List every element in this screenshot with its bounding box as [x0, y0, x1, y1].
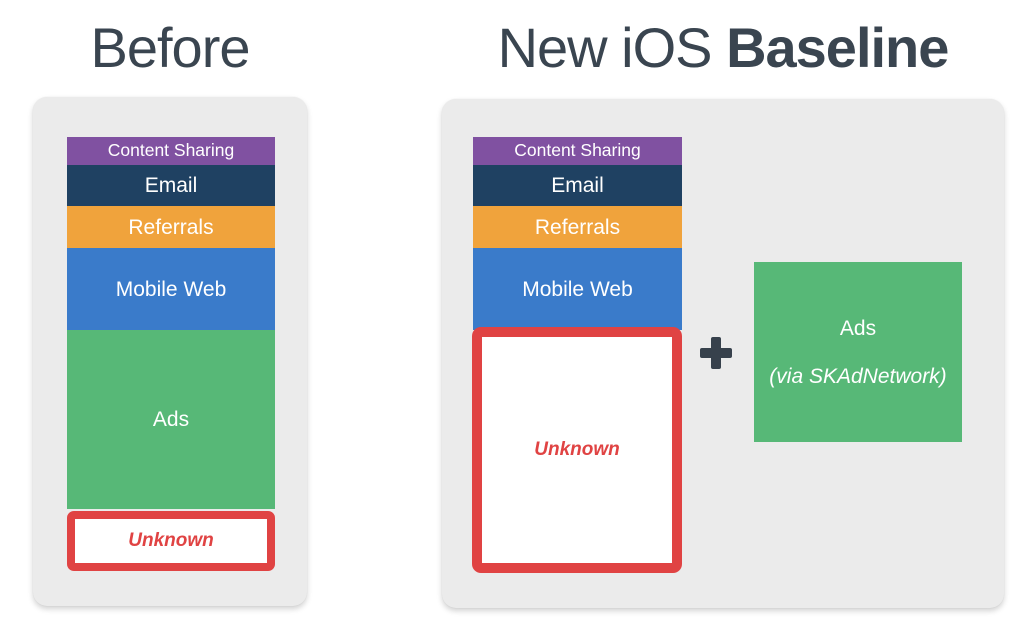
after-panel-title: New iOS Baseline: [442, 6, 1004, 88]
bar-segment-content-sharing: Content Sharing: [67, 137, 275, 165]
bar-segment-label: Content Sharing: [107, 140, 235, 161]
ads-label: Ads: [839, 316, 877, 340]
ads-skadnetwork-box: Ads (via SKAdNetwork): [754, 262, 962, 442]
bar-segment-mobile-web: Mobile Web: [473, 248, 682, 330]
bar-segment-label: Content Sharing: [514, 140, 641, 161]
before-unknown-label: Unknown: [128, 530, 214, 551]
bar-segment-content-sharing: Content Sharing: [473, 137, 682, 165]
after-unknown-box: Unknown: [472, 327, 682, 573]
after-unknown-label: Unknown: [534, 439, 620, 460]
bar-segment-mobile-web: Mobile Web: [67, 248, 275, 330]
plus-icon: [700, 337, 732, 369]
title-text-before: Before: [90, 15, 251, 79]
before-panel-title: Before: [33, 6, 307, 88]
bar-segment-referrals: Referrals: [473, 206, 682, 248]
before-unknown-box: Unknown: [67, 511, 275, 571]
bar-segment-label: Referrals: [128, 215, 214, 239]
bar-segment-label: Ads: [152, 408, 190, 431]
title-text-after-light: New iOS: [497, 15, 713, 79]
title-text-after-bold: Baseline: [726, 15, 949, 79]
bar-segment-label: Referrals: [534, 215, 621, 239]
bar-segment-email: Email: [67, 165, 275, 206]
bar-segment-label: Email: [144, 174, 198, 197]
bar-segment-ads: Ads: [67, 330, 275, 509]
bar-segment-email: Email: [473, 165, 682, 206]
bar-segment-referrals: Referrals: [67, 206, 275, 248]
bar-segment-label: Mobile Web: [522, 277, 633, 301]
bar-segment-label: Email: [551, 174, 604, 197]
skadnetwork-label: (via SKAdNetwork): [769, 364, 947, 388]
bar-segment-label: Mobile Web: [115, 277, 227, 301]
